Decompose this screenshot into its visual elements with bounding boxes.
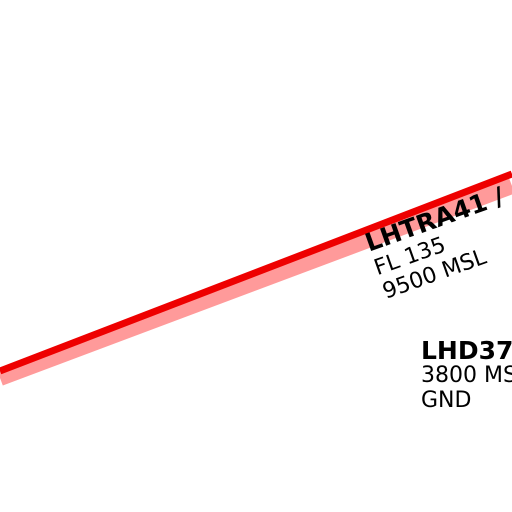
airspace-boundary-line [0, 170, 512, 375]
airspace-lower-limit: GND [421, 388, 472, 413]
airspace-upper-limit: 3800 MS [421, 363, 512, 388]
airspace-boundary-halo [0, 178, 512, 386]
airspace-name: LHD37 [421, 336, 512, 365]
airspace-label-lhd37: LHD37 3800 MS GND [421, 338, 512, 415]
